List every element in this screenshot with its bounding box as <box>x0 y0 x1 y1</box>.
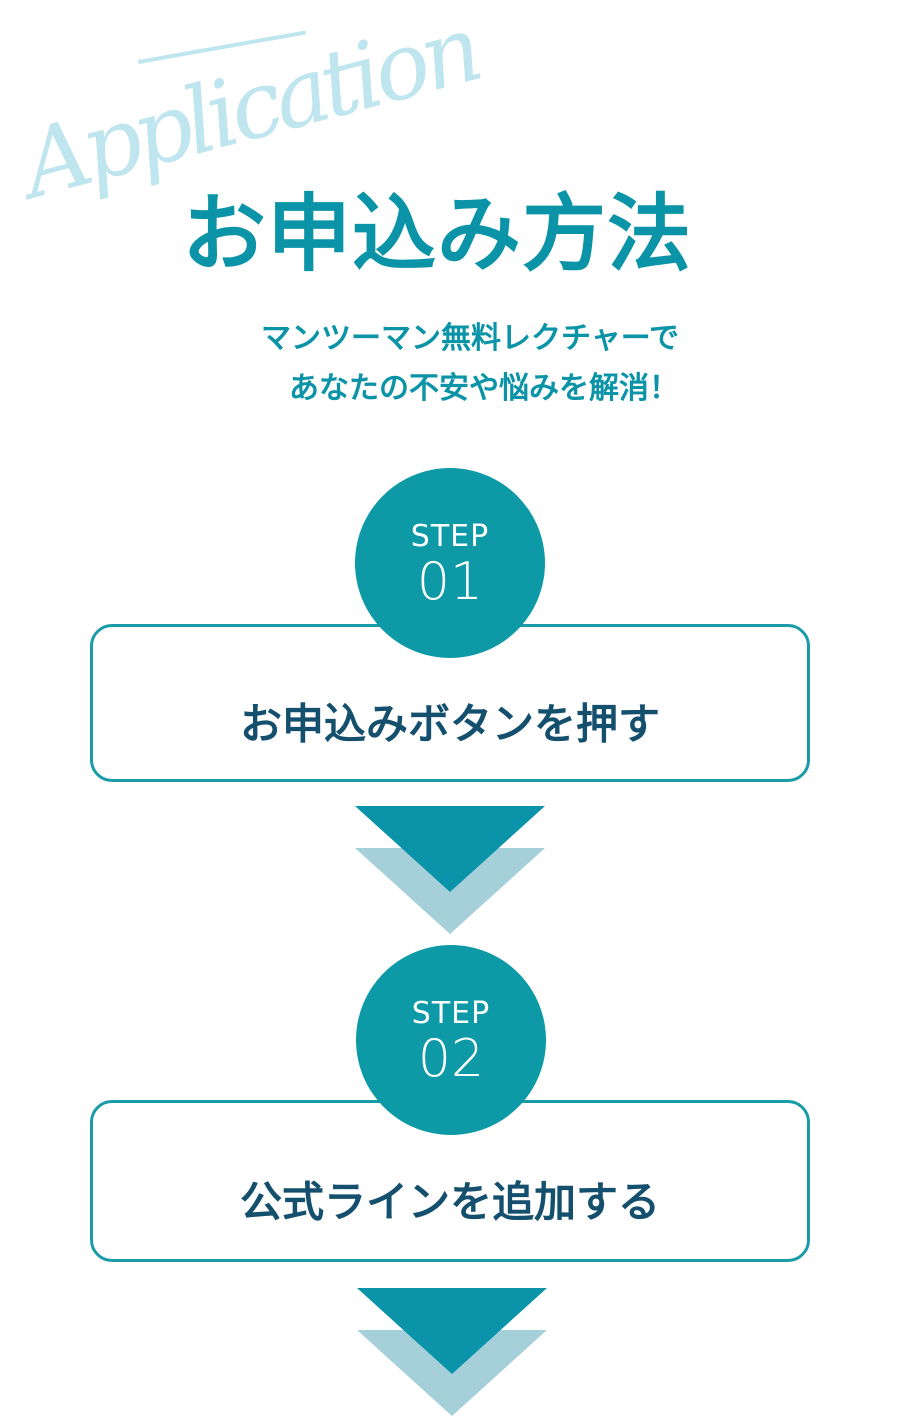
step-badge-1: STEP 01 <box>355 468 545 658</box>
subtitle: マンツーマン無料レクチャーで あなたの不安や悩みを解消！ <box>210 314 730 414</box>
step-2-title: 公式ラインを追加する <box>239 1177 660 1227</box>
step-1-label: STEP <box>410 519 490 554</box>
page-title: お申込み方法 <box>182 185 693 283</box>
subtitle-line-2: あなたの不安や悩みを解消！ <box>289 371 679 406</box>
step-2-number: 02 <box>417 1029 485 1089</box>
step-1-number: 01 <box>416 552 484 612</box>
arrow-main <box>355 806 545 892</box>
step-badge-2: STEP 02 <box>356 945 546 1135</box>
arrow-main <box>357 1288 547 1374</box>
down-arrow-icon-2 <box>357 1288 547 1416</box>
step-1-title: お申込みボタンを押す <box>239 699 660 749</box>
subtitle-line-1: マンツーマン無料レクチャーで <box>261 321 679 356</box>
step-2-label: STEP <box>411 996 491 1031</box>
down-arrow-icon-1 <box>355 806 545 934</box>
